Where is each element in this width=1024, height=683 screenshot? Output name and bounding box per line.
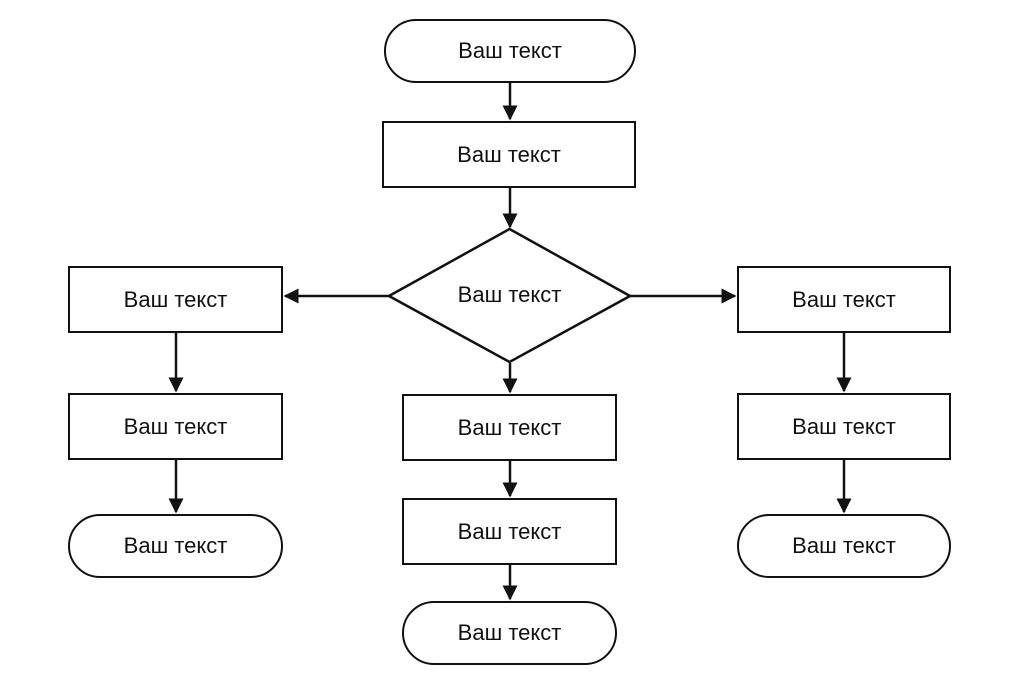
process-left-1-label: Ваш текст bbox=[123, 286, 228, 312]
process-center-1: Ваш текст bbox=[402, 394, 617, 461]
process-right-1-label: Ваш текст bbox=[792, 286, 896, 312]
terminal-right-end-label: Ваш текст bbox=[792, 533, 896, 558]
terminal-center-end-label: Ваш текст bbox=[457, 620, 562, 645]
start-terminal-label: Ваш текст bbox=[458, 38, 562, 63]
decision-node: Ваш текст bbox=[387, 227, 632, 364]
start-terminal: Ваш текст bbox=[384, 19, 636, 83]
process-right-2: Ваш текст bbox=[737, 393, 951, 460]
process-left-1: Ваш текст bbox=[68, 266, 283, 333]
process-right-1: Ваш текст bbox=[737, 266, 951, 333]
terminal-center-end: Ваш текст bbox=[402, 601, 617, 665]
process-top-label: Ваш текст bbox=[457, 141, 561, 167]
process-center-2: Ваш текст bbox=[402, 498, 617, 565]
process-left-2: Ваш текст bbox=[68, 393, 283, 460]
terminal-left-end: Ваш текст bbox=[68, 514, 283, 578]
decision-label: Ваш текст bbox=[457, 281, 562, 307]
decision-diamond-shape bbox=[387, 227, 632, 364]
process-center-2-label: Ваш текст bbox=[457, 518, 562, 544]
terminal-right-end: Ваш текст bbox=[737, 514, 951, 578]
process-left-2-label: Ваш текст bbox=[123, 413, 228, 439]
process-top: Ваш текст bbox=[382, 121, 636, 188]
terminal-left-end-label: Ваш текст bbox=[123, 533, 228, 558]
process-right-2-label: Ваш текст bbox=[792, 413, 896, 439]
process-center-1-label: Ваш текст bbox=[457, 414, 562, 440]
